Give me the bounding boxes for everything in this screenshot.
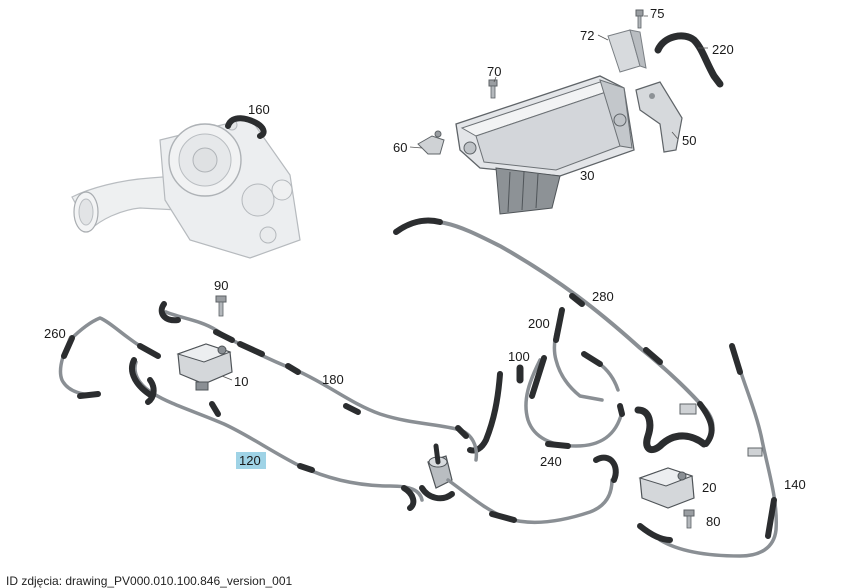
bolt-75 [635, 9, 644, 29]
housing-30 [455, 75, 635, 215]
line-260-dark-a [61, 335, 75, 359]
junction-120 [427, 443, 453, 489]
callout-labels: 75 72 220 70 160 60 50 30 90 260 280 200… [44, 6, 806, 529]
line-140 [658, 348, 779, 558]
line-180-dark-a [158, 301, 181, 324]
line-280 [394, 219, 715, 442]
valve-20 [638, 467, 695, 509]
callout-50: 50 [682, 133, 696, 148]
callout-60: 60 [393, 140, 407, 155]
callout-80: 80 [706, 514, 720, 529]
line-120 [133, 360, 424, 502]
bolt-90 [215, 295, 227, 317]
line-120-dark-e [401, 485, 417, 511]
line-120-right-dark-b [489, 511, 517, 523]
callout-240: 240 [540, 454, 562, 469]
line-180-tee [213, 329, 235, 343]
callout-280: 280 [592, 289, 614, 304]
line-180-dark-d [343, 403, 361, 415]
bolt-80 [683, 509, 695, 529]
line-240 [524, 358, 624, 448]
line-140-dark-b [765, 497, 777, 539]
callout-140: 140 [784, 477, 806, 492]
image-caption: ID zdjęcia: drawing_PV000.010.100.846_ve… [6, 574, 293, 588]
line-180-dark-c [285, 363, 301, 375]
callout-70: 70 [487, 64, 501, 79]
line-140-dark-c [637, 523, 673, 543]
callout-20: 20 [702, 480, 716, 495]
line-280-dark-b [569, 293, 585, 307]
callout-120-highlight [236, 452, 266, 469]
line-120-dark-d [297, 463, 315, 473]
bolt-70 [488, 79, 498, 99]
callout-160: 160 [248, 102, 270, 117]
callout-100: 100 [508, 349, 530, 364]
line-120-dark-a [129, 357, 155, 399]
callout-120: 120 [239, 453, 261, 468]
line-260-dark-c [77, 391, 101, 399]
bracket-72 [607, 29, 647, 73]
callout-220: 220 [712, 42, 734, 57]
line-140-dark-a [729, 343, 743, 375]
line-280-dark-a [393, 217, 443, 235]
line-180-dark-e [455, 425, 469, 439]
hose-240-curl [634, 406, 708, 454]
callout-200: 200 [528, 316, 550, 331]
callout-75: 75 [650, 6, 664, 21]
callout-72: 72 [580, 28, 594, 43]
callout-30: 30 [580, 168, 594, 183]
line-180-dark-b [237, 341, 265, 357]
hose-100-b [467, 371, 503, 454]
callout-90: 90 [214, 278, 228, 293]
bracket-60 [417, 130, 445, 155]
callout-10: 10 [234, 374, 248, 389]
line-260-dark-b [137, 343, 161, 359]
line-120-dark-b [145, 377, 157, 405]
valve-10 [176, 343, 233, 391]
line-240-dark-c [581, 351, 603, 367]
line-240-dark-e [617, 403, 625, 417]
line-280-dark-d [697, 401, 715, 447]
line-120-dark-c [209, 401, 221, 417]
line-240-dark-a [529, 355, 547, 399]
hose-220 [654, 32, 724, 88]
line-240-dark-d [545, 441, 571, 449]
clip-280 [679, 403, 697, 415]
bracket-50 [635, 81, 683, 153]
clip-140 [747, 447, 763, 457]
callout-260: 260 [44, 326, 66, 341]
line-120-right-dark-a [593, 454, 619, 483]
line-120-right [446, 478, 614, 524]
line-280-dark-c [643, 347, 663, 365]
hose-160 [225, 115, 267, 139]
leader-lines [67, 15, 708, 381]
water-pump-part [71, 117, 301, 259]
callout-180: 180 [322, 372, 344, 387]
line-200-dark [553, 307, 565, 343]
line-260 [68, 316, 158, 356]
line-120-right-dark-c [419, 485, 455, 502]
